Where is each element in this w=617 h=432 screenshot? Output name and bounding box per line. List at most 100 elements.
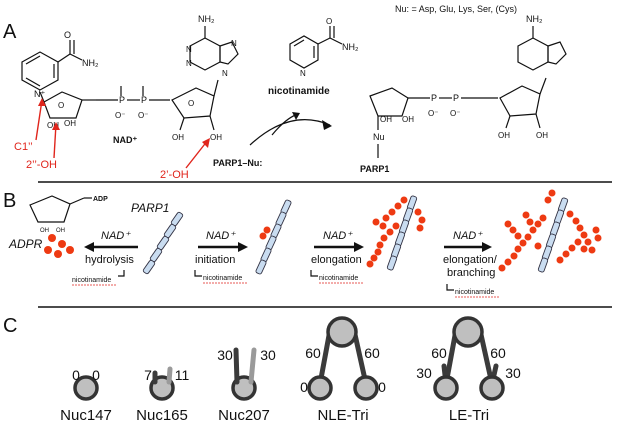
ring-o-1: O (58, 101, 64, 110)
pyridinium-n: N⁺ (34, 89, 45, 99)
adenine-nh2: NH₂ (198, 14, 215, 24)
hydrolysis-label: hydrolysis (85, 254, 134, 266)
parp1-chain-3 (386, 195, 418, 271)
nuc147-left: 0 (72, 367, 80, 383)
nicotinamide-nh2: NH₂ (342, 42, 359, 52)
ribose2-oh-b: OH (210, 133, 222, 142)
le-tri-right-bottom: 30 (505, 365, 521, 381)
hydrolysis-byproduct: nicotinamide (72, 277, 111, 284)
released-nicotinamide: O NH₂ N (289, 17, 359, 78)
nad-label: NAD⁺ (113, 135, 137, 145)
product-ribose-oh-a: OH (498, 131, 510, 140)
adpr-dots (44, 234, 74, 258)
nle-tri-left-bottom: 0 (300, 379, 308, 395)
initiation-byproduct: nicotinamide (203, 275, 242, 282)
product-oh-a: OH (380, 115, 392, 124)
panel-c: C 0 0 Nuc147 7 11 Nuc165 30 30 Nuc207 (3, 315, 521, 424)
branching-byproduct: nicotinamide (455, 289, 494, 296)
ribose1-oh-b: OH (64, 119, 76, 128)
nuc207: 30 30 Nuc207 (217, 347, 276, 424)
adenine-n-2: N (186, 59, 192, 68)
branching-label-1: elongation/ (443, 254, 498, 266)
le-tri-right-top: 60 (490, 345, 506, 361)
phosphate-ominus-2: O⁻ (138, 111, 148, 120)
carbonyl-o: O (64, 30, 71, 40)
adenine-n-1: N (186, 45, 192, 54)
parp1-label: PARP1 (131, 201, 169, 215)
adp-label: ADP (93, 196, 108, 203)
adpr-structure: ADP OH OH (29, 195, 108, 234)
product-adp-ribosyl: Nu PARP1 OH OH P P O⁻ O⁻ OH OH NH₂ (360, 14, 567, 174)
nle-tri-name: NLE-Tri (317, 407, 368, 424)
reaction-arrow (249, 112, 332, 146)
parp1-nucleophile: PARP1–Nu: (213, 158, 262, 168)
product-phosphorus-1: P (431, 93, 437, 103)
product-ominus-2: O⁻ (450, 109, 460, 118)
product-oh-b: OH (402, 115, 414, 124)
hydrolysis-nad: NAD⁺ (101, 230, 131, 242)
nicotinamide-o: O (326, 17, 332, 26)
nuc165-right: 11 (175, 367, 190, 383)
nucleophile-note: Nu: = Asp, Glu, Lys, Ser, (Cys) (395, 4, 517, 14)
adpr-label: ADPR (8, 237, 43, 251)
parp1-chain-1 (142, 211, 184, 275)
adpr-oh-a: OH (40, 228, 49, 234)
panel-a: A Nu: = Asp, Glu, Lys, Ser, (Cys) O NH₂ … (3, 4, 567, 181)
parp1-chain-2 (255, 199, 292, 275)
le-tri-left-bottom: 30 (416, 365, 432, 381)
nuc207-right: 30 (260, 347, 276, 363)
nuc147: 0 0 Nuc147 (60, 367, 112, 424)
ring-o-2: O (188, 99, 194, 108)
phosphorus-1: P (119, 95, 125, 105)
nad-diphosphate: P P O⁻ O⁻ (96, 86, 170, 120)
le-tri-left-top: 60 (431, 345, 447, 361)
nle-tri-right-top: 60 (364, 345, 380, 361)
product-adenine-nh2: NH₂ (526, 14, 543, 24)
nuc207-name: Nuc207 (218, 407, 270, 424)
ribose1-oh-a: OH (47, 121, 59, 130)
product-ominus-1: O⁻ (428, 109, 438, 118)
red-annotations: C1’’ 2’’-OH 2’-OH (14, 98, 210, 181)
product-nu: Nu (373, 132, 385, 142)
oh2p-label: 2’-OH (160, 169, 189, 181)
nle-tri: 60 60 0 0 NLE-Tri (300, 316, 386, 424)
elongation-nad: NAD⁺ (323, 230, 353, 242)
adenine-n-3: N (231, 39, 237, 48)
par-chain-elongation (366, 196, 426, 268)
nad-adenine: NH₂ N N N N (186, 14, 239, 78)
step-elongation: NAD⁺ elongation nicotinamide (310, 230, 364, 284)
product-phosphorus-2: P (453, 93, 459, 103)
nuc207-left: 30 (217, 347, 233, 363)
panel-c-label: C (3, 315, 17, 337)
product-parp1: PARP1 (360, 164, 389, 174)
nuc165-left: 7 (144, 367, 152, 383)
elongation-label: elongation (311, 254, 362, 266)
step-initiation: NAD⁺ initiation nicotinamide (194, 230, 248, 284)
initiation-label: initiation (195, 254, 235, 266)
c1-label: C1’’ (14, 141, 33, 153)
nle-tri-right-bottom: 0 (378, 379, 386, 395)
branching-label-2: branching (447, 267, 495, 279)
phosphate-ominus-1: O⁻ (115, 111, 125, 120)
panel-b: B ADP OH OH ADPR PARP1 NAD⁺ hydrolysis n… (3, 189, 602, 298)
elongation-byproduct: nicotinamide (319, 275, 358, 282)
amide-nh2: NH₂ (82, 58, 99, 68)
le-tri: 60 60 30 30 LE-Tri (416, 316, 521, 424)
panel-a-label: A (3, 21, 17, 43)
product-ribose-oh-b: OH (536, 131, 548, 140)
nad-ribose-adenine: O OH OH (171, 79, 222, 142)
nad-nicotinamide-ring: O NH₂ N⁺ (21, 30, 99, 99)
panel-b-label: B (3, 190, 16, 212)
adpr-oh-b: OH (56, 228, 65, 234)
nuc165-name: Nuc165 (136, 407, 188, 424)
nicotinamide-label: nicotinamide (268, 86, 330, 97)
le-tri-name: LE-Tri (449, 407, 489, 424)
step-hydrolysis: NAD⁺ hydrolysis nicotinamide (72, 230, 138, 286)
phosphorus-2: P (141, 95, 147, 105)
nuc165: 7 11 Nuc165 (136, 366, 190, 424)
branching-nad: NAD⁺ (453, 230, 483, 242)
initiation-nad: NAD⁺ (206, 230, 236, 242)
nad-ribose-nicotinamide: O OH OH (39, 91, 96, 130)
nle-tri-left-top: 60 (305, 345, 321, 361)
